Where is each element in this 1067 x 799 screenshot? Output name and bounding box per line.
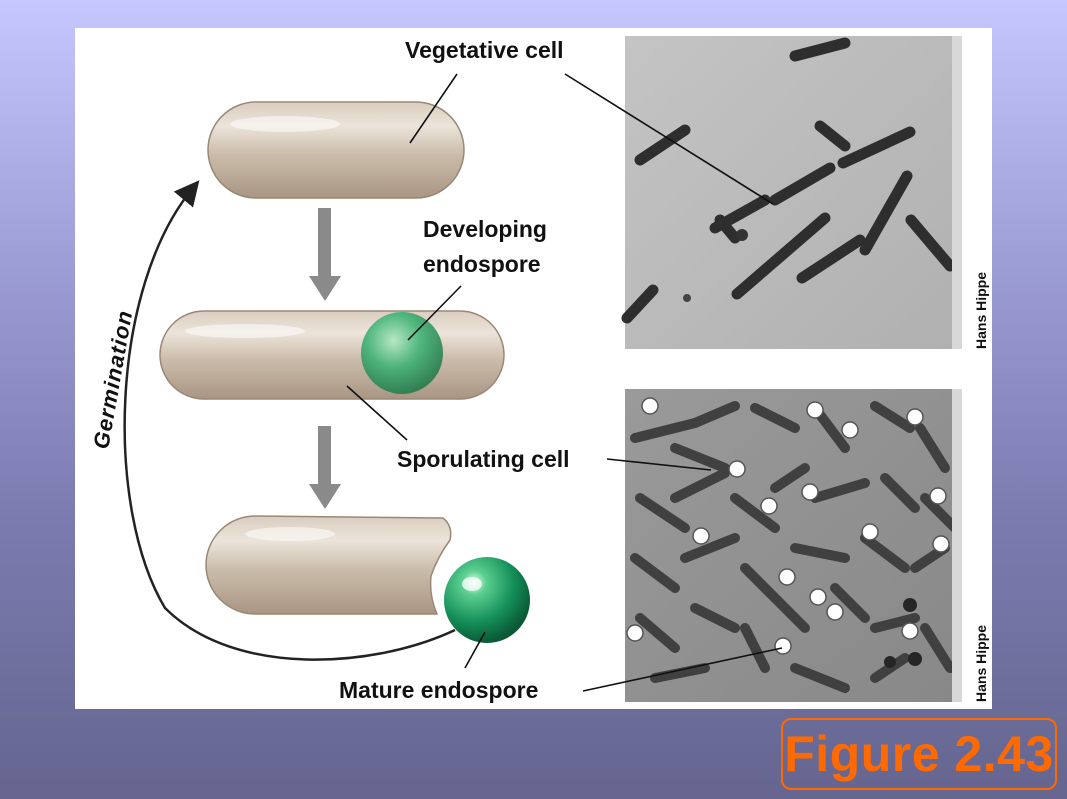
label-mature-endospore: Mature endospore [339, 677, 538, 703]
label-vegetative-cell: Vegetative cell [405, 37, 564, 63]
label-developing-endospore-line1: Developing [423, 216, 547, 242]
figure-panel: Germination Hans Hippe [75, 28, 992, 709]
figure-number: Figure 2.43 [784, 726, 1054, 782]
sporulating-cell-illustration [159, 310, 505, 400]
developing-endospore-illustration [361, 312, 443, 394]
down-arrow-icon [309, 426, 341, 509]
germination-arrow [123, 180, 456, 661]
micrograph-vegetative [621, 36, 962, 349]
figure-number-box: Figure 2.43 [781, 718, 1057, 790]
micrograph-sporulating [625, 389, 962, 702]
endospore-diagram: Germination Hans Hippe [88, 36, 989, 703]
germination-label: Germination [88, 308, 137, 451]
down-arrow-icon [309, 208, 341, 301]
leader-lines [346, 73, 783, 692]
photo-credit-top: Hans Hippe [973, 272, 989, 349]
mature-endospore-illustration [444, 557, 530, 643]
lysing-cell-illustration [205, 515, 452, 615]
photo-credit-bottom: Hans Hippe [973, 625, 989, 702]
vegetative-cell-illustration [207, 101, 465, 199]
label-developing-endospore-line2: endospore [423, 251, 541, 277]
label-sporulating-cell: Sporulating cell [397, 446, 570, 472]
